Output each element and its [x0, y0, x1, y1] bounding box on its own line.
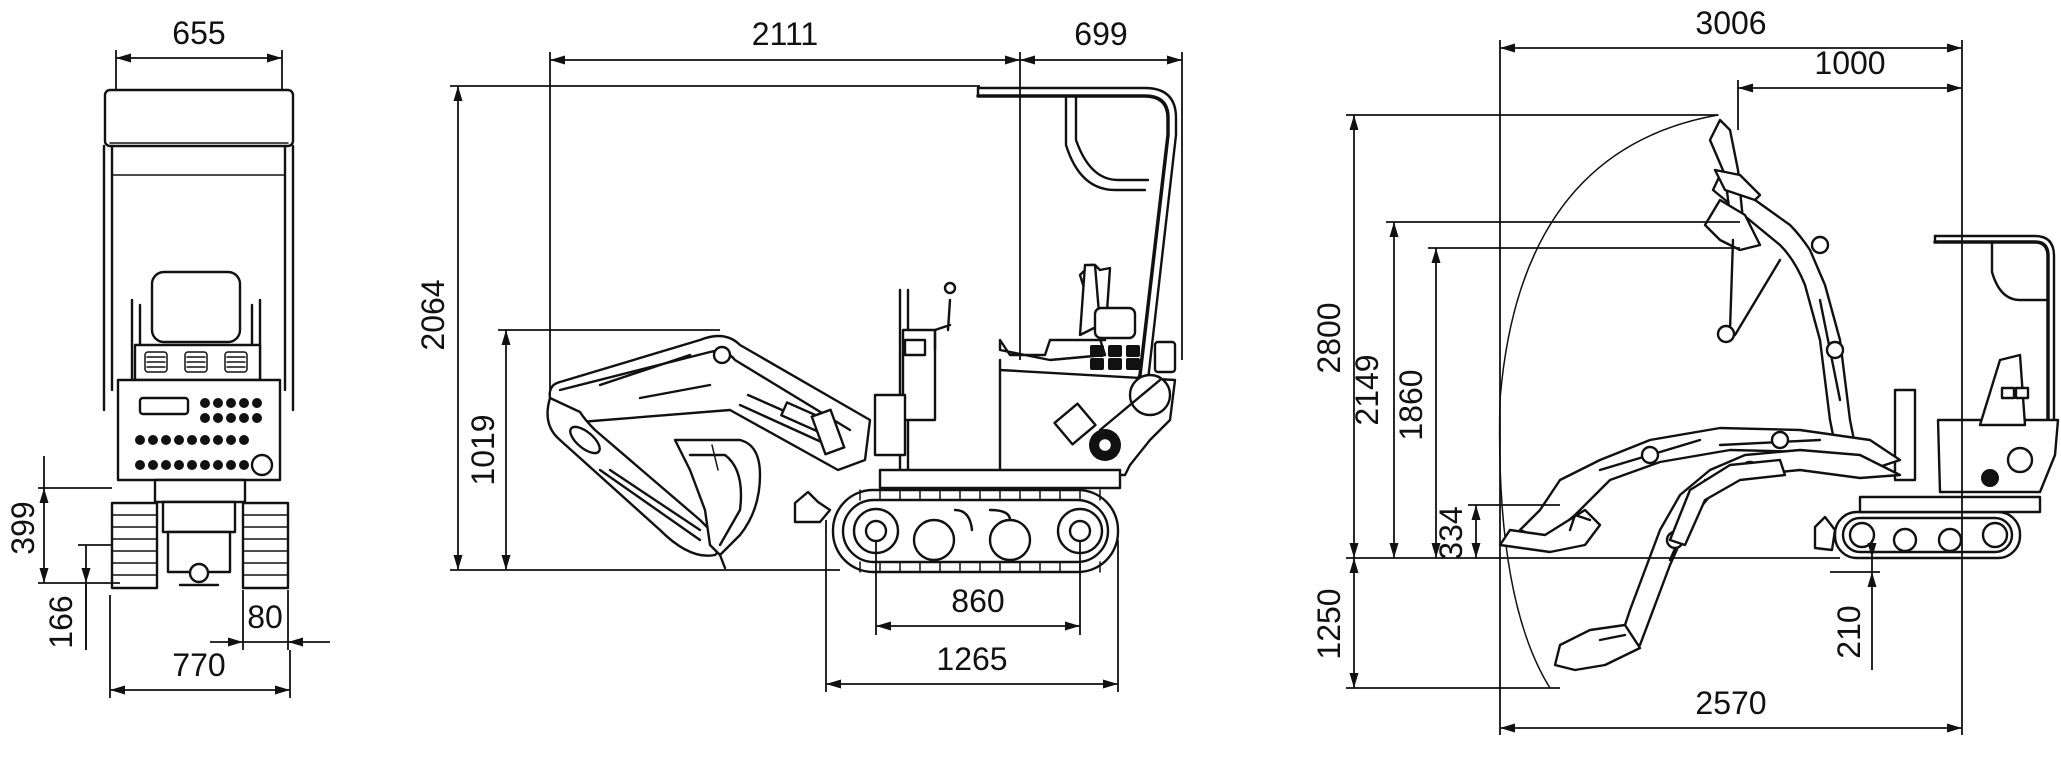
dim-label-2111: 2111 — [752, 16, 818, 52]
dim-699: 699 — [1020, 16, 1183, 360]
dim-2800: 2800 — [1311, 114, 1840, 559]
dim-80: 80 — [210, 590, 330, 650]
dim-2570: 2570 — [1500, 685, 1962, 733]
dim-label-655: 655 — [172, 15, 225, 51]
dim-label-166: 166 — [43, 595, 79, 648]
dim-2111: 2111 — [549, 16, 1021, 398]
dim-label-80: 80 — [247, 599, 283, 635]
dim-label-1019: 1019 — [465, 414, 501, 485]
dim-label-1265: 1265 — [936, 641, 1007, 677]
dim-label-1250: 1250 — [1311, 588, 1347, 659]
dim-label-1000: 1000 — [1814, 45, 1885, 81]
dim-770: 770 — [109, 595, 291, 698]
dim-1265: 1265 — [825, 520, 1119, 692]
dim-label-3006: 3006 — [1695, 5, 1766, 41]
dim-399: 399 — [5, 456, 120, 584]
dim-label-399: 399 — [5, 501, 41, 554]
dim-label-699: 699 — [1074, 16, 1127, 52]
dim-166: 166 — [43, 544, 112, 650]
side-view: 2111 699 2064 1019 — [415, 16, 1183, 692]
dim-label-860: 860 — [951, 583, 1004, 619]
dim-label-2570: 2570 — [1695, 685, 1766, 721]
dim-334: 334 — [1433, 504, 1560, 560]
dim-2149: 2149 — [1349, 221, 1740, 558]
dim-label-2149: 2149 — [1349, 354, 1385, 425]
dim-label-1860: 1860 — [1393, 369, 1429, 440]
working-range-view: 3006 1000 2800 2149 — [1311, 5, 2060, 735]
dim-label-2064: 2064 — [415, 279, 451, 350]
front-view: 655 399 166 80 — [5, 15, 330, 698]
dim-2064: 2064 — [415, 85, 980, 571]
dim-3006: 3006 — [1499, 5, 1963, 735]
dim-1250: 1250 — [1311, 558, 1560, 689]
dim-label-770: 770 — [172, 647, 225, 683]
dim-860: 860 — [875, 540, 1081, 635]
dim-label-2800: 2800 — [1311, 302, 1347, 373]
dim-210: 210 — [1830, 540, 1880, 670]
dim-1000: 1000 — [1737, 45, 1962, 130]
dim-1019: 1019 — [465, 329, 720, 570]
dim-655: 655 — [115, 15, 283, 90]
dim-label-210: 210 — [1831, 605, 1867, 658]
dim-1860: 1860 — [1393, 247, 1740, 558]
dim-label-334: 334 — [1433, 506, 1469, 559]
